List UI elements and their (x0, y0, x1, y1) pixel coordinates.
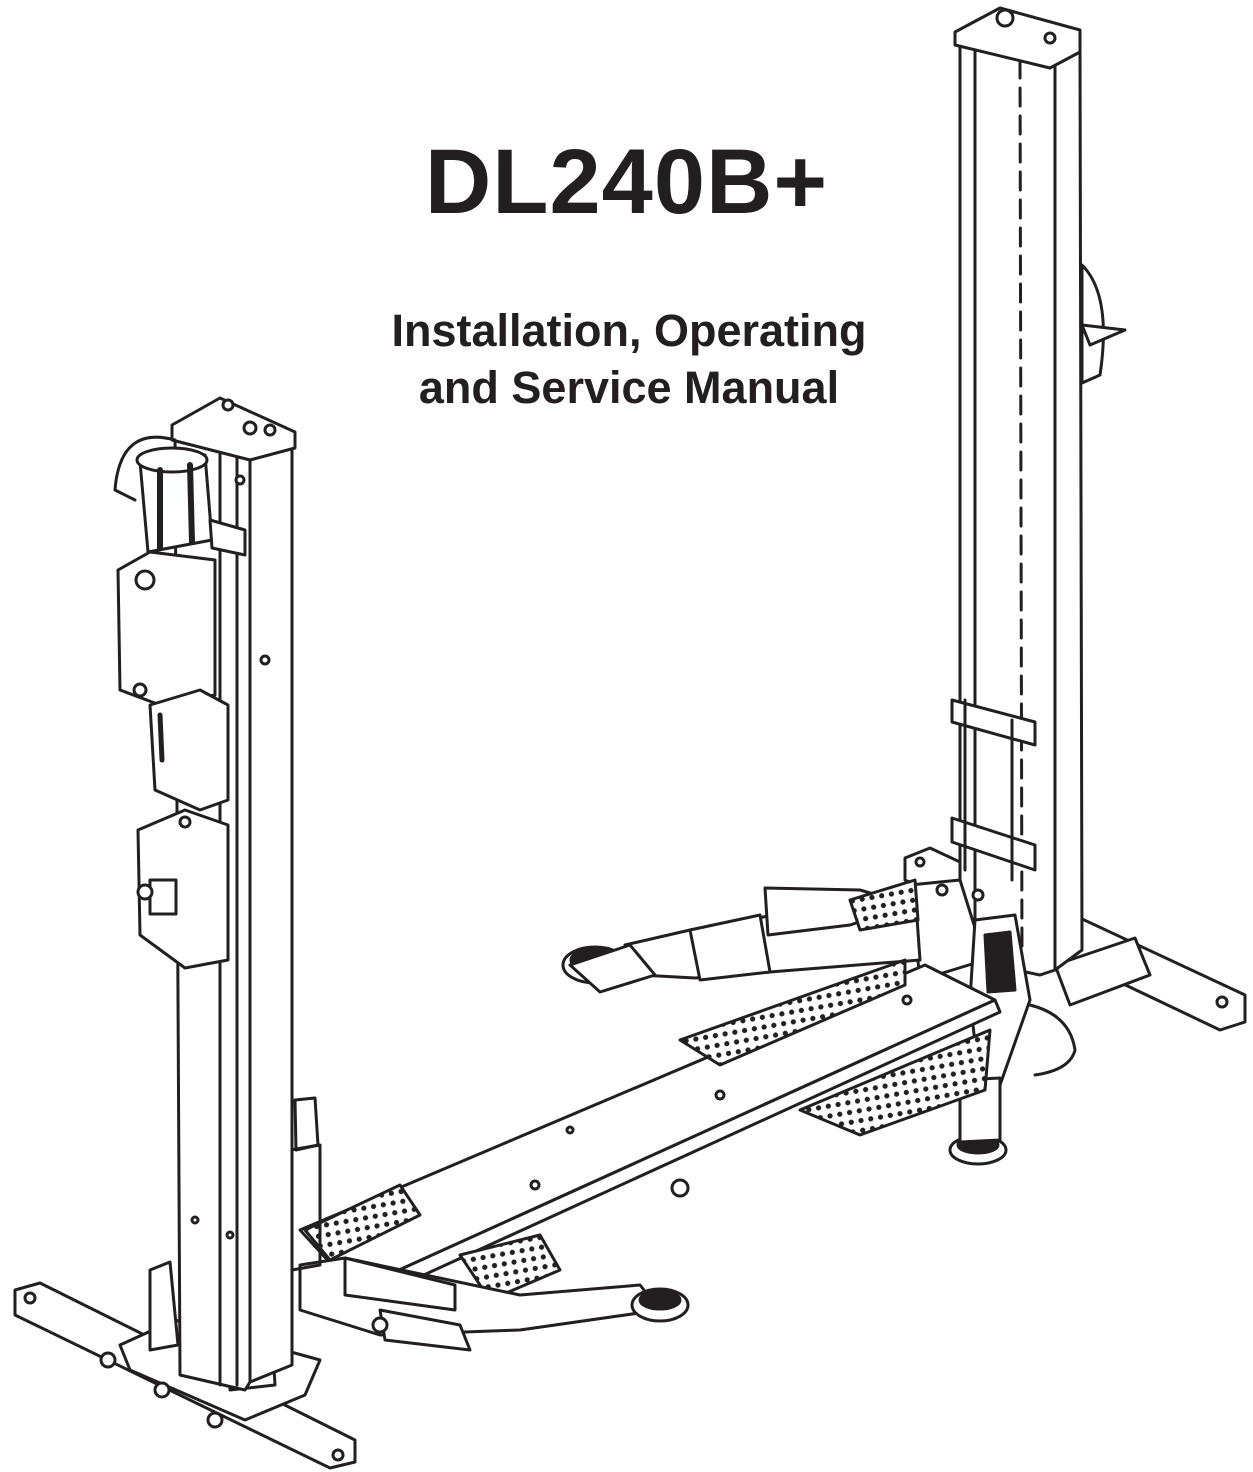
subtitle-line-1: Installation, Operating (391, 305, 867, 356)
rear-left-arm (561, 878, 987, 994)
front-left-arm (288, 1096, 690, 1352)
subtitle-line-2: and Service Manual (418, 362, 840, 413)
power-unit (116, 446, 247, 970)
document-subtitle: Installation, Operating and Service Manu… (379, 302, 879, 416)
drive-over-plate (298, 958, 1002, 1307)
document-title: DL240B+ (424, 131, 829, 233)
